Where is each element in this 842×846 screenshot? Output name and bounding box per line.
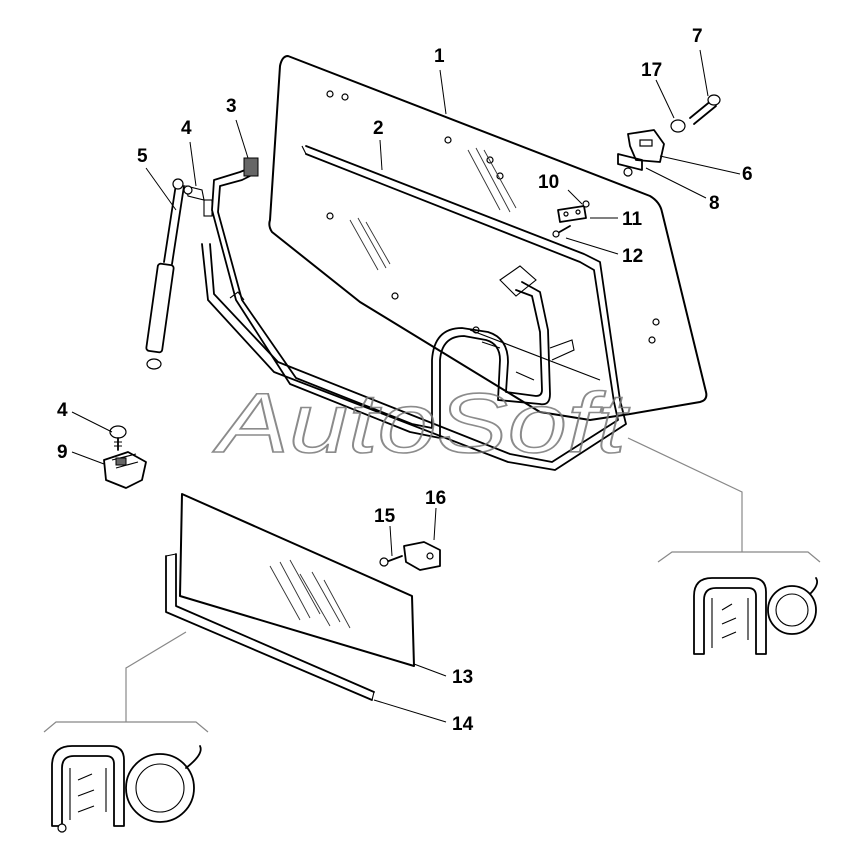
hinge-bracket[interactable]: [617, 94, 721, 177]
label-part-12[interactable]: 12: [622, 246, 643, 267]
rear-glass-panel[interactable]: [268, 55, 708, 421]
label-part-14[interactable]: 14: [452, 714, 474, 735]
label-part-16[interactable]: 16: [425, 488, 446, 509]
label-part-6[interactable]: 6: [742, 164, 753, 185]
lower-bracket[interactable]: [379, 541, 441, 571]
seal-profile-detail-right: [627, 437, 821, 655]
label-part-2[interactable]: 2: [373, 118, 384, 139]
glass-clip[interactable]: [552, 200, 590, 238]
seal-profile-detail-left: [43, 631, 209, 833]
label-part-13[interactable]: 13: [452, 667, 473, 688]
part-labels: 1 2 3 4 5 7 17 6 8 10 11 12 4 9 15 16 13…: [57, 26, 753, 735]
ball-stud-upper[interactable]: [183, 185, 213, 217]
label-part-7[interactable]: 7: [692, 26, 703, 47]
label-part-10[interactable]: 10: [538, 172, 559, 193]
label-part-5[interactable]: 5: [137, 146, 148, 167]
label-part-4-upper[interactable]: 4: [181, 118, 192, 139]
label-part-11[interactable]: 11: [622, 209, 643, 230]
label-part-4-lower[interactable]: 4: [57, 400, 68, 421]
lower-glass-panel[interactable]: [179, 493, 415, 667]
label-part-17[interactable]: 17: [641, 60, 662, 81]
lower-seal-strip[interactable]: [165, 553, 375, 701]
label-part-3[interactable]: 3: [226, 96, 237, 117]
label-part-9[interactable]: 9: [57, 442, 68, 463]
label-part-1[interactable]: 1: [434, 46, 445, 67]
label-part-15[interactable]: 15: [374, 506, 396, 527]
leader-lines: [71, 49, 741, 723]
gas-strut[interactable]: [145, 178, 185, 370]
wire-harness[interactable]: [211, 157, 575, 439]
strut-bracket[interactable]: [103, 451, 147, 489]
label-part-8[interactable]: 8: [709, 193, 720, 214]
ball-stud-lower[interactable]: [109, 425, 127, 451]
glass-seal-strip[interactable]: [201, 145, 627, 471]
watermark-text: AutoSoft: [212, 376, 631, 470]
